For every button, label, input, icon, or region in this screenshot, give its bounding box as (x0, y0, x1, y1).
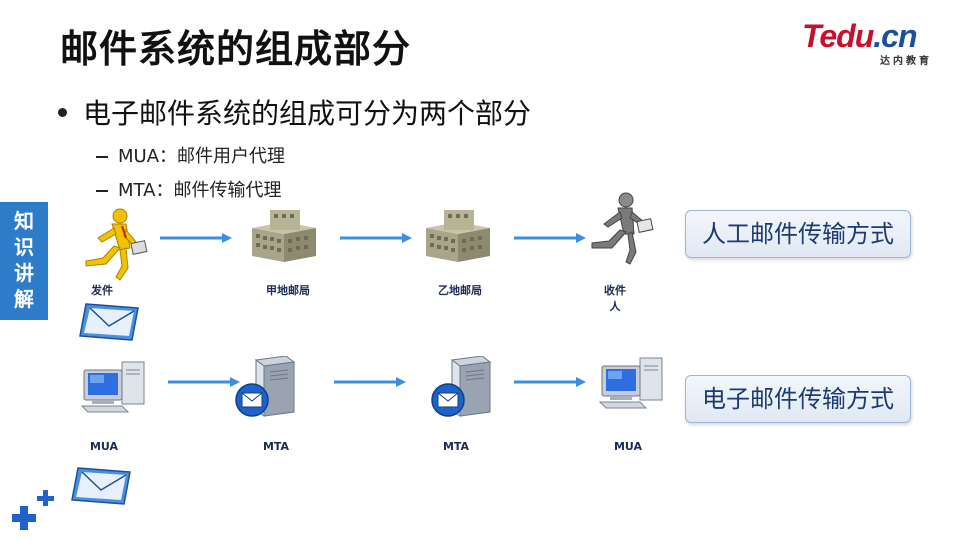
arrow-icon (168, 377, 240, 387)
sub-item-mta: MTA：邮件传输代理 (96, 176, 281, 202)
logo-sub-text: 达内教育 (880, 56, 932, 67)
computer-icon (80, 361, 145, 413)
main-bullet-text: 电子邮件系统的组成可分为两个部分 (83, 97, 532, 130)
sub-item-text: MUA：邮件用户代理 (118, 146, 286, 167)
label-mta-1: MTA (262, 440, 290, 453)
bullet-dot (58, 107, 67, 117)
post-office-building-icon (252, 210, 316, 262)
envelope-icon (79, 303, 139, 341)
arrow-icon (340, 233, 412, 243)
label-receiver: 收件人 (600, 282, 630, 314)
post-office-building-icon (426, 210, 490, 262)
logo-main-text: Tedu (802, 18, 874, 54)
logo-accent-text: .cn (873, 18, 917, 54)
receiver-person-icon (591, 192, 654, 265)
sidebar-char: 解 (14, 287, 34, 311)
envelope-icon (71, 467, 131, 505)
arrow-icon (334, 377, 406, 387)
sender-person-icon (85, 208, 148, 281)
mail-server-icon (235, 356, 296, 417)
computer-icon (598, 357, 663, 409)
arrow-icon (514, 377, 586, 387)
label-mta-2: MTA (442, 440, 470, 453)
tedu-logo: Tedu.cn 达内教育 (800, 18, 940, 68)
slide-title: 邮件系统的组成部分 (60, 27, 412, 71)
arrow-icon (160, 233, 232, 243)
arrow-icon (514, 233, 586, 243)
label-mua-sender: MUA (89, 440, 119, 453)
sub-item-mua: MUA：邮件用户代理 (96, 142, 285, 168)
method-box-manual: 人工邮件传输方式 (685, 210, 911, 258)
label-sender: 发件 (91, 284, 113, 297)
section-sidebar: 知 识 讲 解 (0, 202, 48, 320)
label-post-office-b: 乙地邮局 (438, 284, 482, 297)
label-post-office-a: 甲地邮局 (266, 284, 310, 297)
label-receiver-line2: 人 (609, 300, 621, 313)
dash-icon (96, 156, 108, 158)
plus-icon (12, 490, 54, 530)
sidebar-char: 讲 (14, 261, 34, 285)
method-box-electronic: 电子邮件传输方式 (685, 375, 911, 423)
label-receiver-line1: 收件 (604, 284, 626, 297)
sidebar-char: 识 (14, 235, 34, 259)
main-bullet: 电子邮件系统的组成可分为两个部分 (58, 92, 531, 132)
mail-server-icon (431, 356, 492, 417)
label-mua-receiver: MUA (613, 440, 643, 453)
sub-item-text: MTA：邮件传输代理 (118, 180, 282, 201)
dash-icon (96, 190, 108, 192)
sidebar-char: 知 (14, 209, 34, 233)
